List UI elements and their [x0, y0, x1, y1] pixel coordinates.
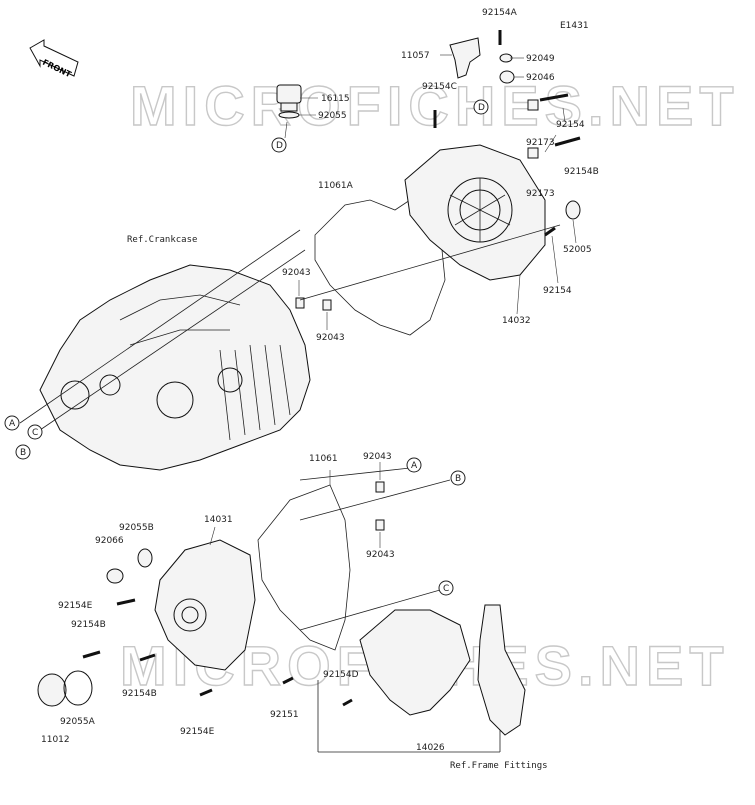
- callout-d-right: D: [478, 103, 485, 113]
- part-label: 11057: [401, 51, 430, 61]
- callout-c-left: C: [32, 428, 38, 438]
- callout-a-left: A: [9, 419, 16, 429]
- part-label: 14032: [502, 316, 531, 326]
- part-label: 92154B: [122, 689, 157, 699]
- oil-cap-16115: [276, 84, 302, 119]
- dowel-92043-b: [322, 299, 332, 311]
- part-label: 92043: [282, 268, 311, 278]
- bracket-11057: [449, 37, 481, 79]
- part-label: 92154A: [482, 8, 518, 18]
- part-label: 92154B: [71, 620, 106, 630]
- frame-bracket: [477, 604, 526, 736]
- callout-c-right: C: [443, 584, 449, 594]
- dowel-92043-d: [375, 519, 385, 531]
- part-label: 92154E: [180, 727, 215, 737]
- part-label: 92055B: [119, 523, 154, 533]
- part-label: 52005: [563, 245, 592, 255]
- ref-frame-fittings: Ref.Frame Fittings: [450, 761, 548, 771]
- part-label: 92151: [270, 710, 299, 720]
- part-label: 14031: [204, 515, 233, 525]
- part-label: 92046: [526, 73, 555, 83]
- part-label: 11012: [41, 735, 70, 745]
- oring-92055b: [137, 548, 153, 568]
- bolts-bottom: [82, 598, 353, 707]
- gasket-11061: [257, 484, 351, 651]
- part-label: 92154C: [422, 82, 457, 92]
- part-label: 14026: [416, 743, 445, 753]
- dowel-92043-a: [295, 297, 305, 309]
- callout-d-left: D: [276, 141, 283, 151]
- nut-92046: [499, 70, 515, 84]
- cover-14031: [154, 539, 256, 671]
- part-label: 92154B: [564, 167, 599, 177]
- callout-b-right: B: [455, 474, 461, 484]
- dowel-92043-c: [375, 481, 385, 493]
- part-label: 92154E: [58, 601, 93, 611]
- cap-11012: [37, 673, 67, 707]
- leader-lines: [209, 54, 577, 548]
- part-label: 92154D: [323, 670, 359, 680]
- part-label: 92154: [556, 120, 585, 130]
- crankcase: [39, 264, 311, 471]
- alignment-lines: [19, 224, 561, 753]
- watermark-top: MICROFICHES.NET: [130, 74, 740, 137]
- part-label: 92055A: [60, 717, 96, 727]
- guard-14026: [359, 609, 471, 716]
- part-label: 92055: [318, 111, 347, 121]
- part-label: 92066: [95, 536, 124, 546]
- callout-b-left: B: [20, 448, 26, 458]
- bolts-top: [433, 30, 581, 237]
- part-label: 92049: [526, 54, 555, 64]
- part-label: 16115: [321, 94, 350, 104]
- part-label: 92173: [526, 189, 555, 199]
- seal-52005: [565, 200, 581, 220]
- ref-crankcase: Ref.Crankcase: [127, 235, 197, 245]
- part-label: 92154: [543, 286, 572, 296]
- diagram-code: E1431: [560, 21, 589, 31]
- part-label: 92043: [363, 452, 392, 462]
- front-arrow-icon: FRONT: [29, 39, 79, 79]
- part-label: 92173: [526, 138, 555, 148]
- oring-92055a: [63, 670, 93, 706]
- part-label: 11061A: [318, 181, 354, 191]
- plug-92066: [106, 568, 124, 584]
- gasket-11061a: [314, 189, 446, 336]
- part-label: 92043: [316, 333, 345, 343]
- callout-a-right: A: [411, 461, 418, 471]
- part-label: 11061: [309, 454, 338, 464]
- cover-14032: [404, 144, 546, 281]
- part-labels: 92154A 11057 92049 92046 16115 92055 921…: [41, 8, 599, 753]
- part-label: 92043: [366, 550, 395, 560]
